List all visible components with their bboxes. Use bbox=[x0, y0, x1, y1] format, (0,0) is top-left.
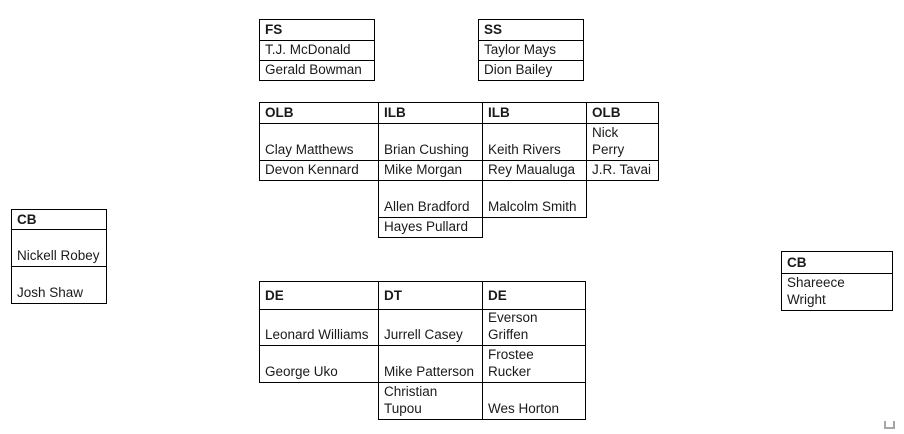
player-cell: Devon Kennard bbox=[259, 160, 379, 181]
left-cornerback-box: CB Nickell Robey Josh Shaw bbox=[11, 209, 107, 304]
player-cell: Frostee Rucker bbox=[482, 345, 586, 383]
position-header-ilb: ILB bbox=[482, 102, 587, 124]
spacer-cell bbox=[482, 217, 587, 238]
player-cell: George Uko bbox=[259, 345, 379, 383]
player-cell: Nickell Robey bbox=[11, 229, 107, 267]
position-header-dt: DT bbox=[378, 281, 483, 310]
player-cell: Hayes Pullard bbox=[378, 217, 483, 238]
player-cell: Wes Horton bbox=[482, 382, 586, 420]
strong-safety-column: SS Taylor Mays Dion Bailey bbox=[478, 19, 584, 81]
player-cell: Leonard Williams bbox=[259, 309, 379, 346]
position-header-de: DE bbox=[259, 281, 379, 310]
position-header-cb: CB bbox=[11, 209, 107, 230]
player-cell: Gerald Bowman bbox=[259, 60, 375, 81]
linebacker-column-ilb-right: ILB Keith Rivers Rey Maualuga Malcolm Sm… bbox=[482, 102, 587, 238]
player-cell: Jurrell Casey bbox=[378, 309, 483, 346]
player-cell: Rey Maualuga bbox=[482, 160, 587, 181]
player-cell: Dion Bailey bbox=[478, 60, 584, 81]
position-header-olb: OLB bbox=[586, 102, 659, 124]
linebacker-column-olb-left: OLB Clay Matthews Devon Kennard bbox=[259, 102, 379, 237]
player-cell: Everson Griffen bbox=[482, 309, 586, 346]
defensive-line-column-de-right: DE Everson Griffen Frostee Rucker Wes Ho… bbox=[482, 281, 586, 420]
player-cell: Keith Rivers bbox=[482, 123, 587, 161]
player-cell: Mike Morgan bbox=[378, 160, 483, 181]
player-cell: J.R. Tavai bbox=[586, 160, 659, 181]
player-cell: Malcolm Smith bbox=[482, 180, 587, 218]
linebacker-column-olb-right: OLB Nick Perry J.R. Tavai bbox=[586, 102, 659, 237]
player-cell: Nick Perry bbox=[586, 123, 659, 161]
free-safety-box: FS T.J. McDonald Gerald Bowman bbox=[259, 19, 375, 81]
player-cell: Josh Shaw bbox=[11, 266, 107, 304]
right-cornerback-box: CB Shareece Wright bbox=[781, 251, 893, 311]
player-cell: Taylor Mays bbox=[478, 40, 584, 61]
left-cornerback-column: CB Nickell Robey Josh Shaw bbox=[11, 209, 107, 304]
player-cell: Allen Bradford bbox=[378, 180, 483, 218]
free-safety-column: FS T.J. McDonald Gerald Bowman bbox=[259, 19, 375, 81]
player-cell: Mike Patterson bbox=[378, 345, 483, 383]
resize-handle-icon[interactable] bbox=[884, 421, 895, 429]
player-cell: Brian Cushing bbox=[378, 123, 483, 161]
right-cornerback-column: CB Shareece Wright bbox=[781, 251, 893, 311]
linebacker-table: OLB Clay Matthews Devon Kennard ILB Bria… bbox=[259, 102, 659, 238]
player-cell: Shareece Wright bbox=[781, 273, 893, 311]
position-header-fs: FS bbox=[259, 19, 375, 41]
position-header-ilb: ILB bbox=[378, 102, 483, 124]
defensive-line-column-de-left: DE Leonard Williams George Uko bbox=[259, 281, 379, 419]
position-header-de: DE bbox=[482, 281, 586, 310]
position-header-cb: CB bbox=[781, 251, 893, 274]
defensive-line-table: DE Leonard Williams George Uko DT Jurrel… bbox=[259, 281, 586, 420]
position-header-olb: OLB bbox=[259, 102, 379, 124]
linebacker-column-ilb-left: ILB Brian Cushing Mike Morgan Allen Brad… bbox=[378, 102, 483, 238]
defensive-line-column-dt: DT Jurrell Casey Mike Patterson Christia… bbox=[378, 281, 483, 420]
strong-safety-box: SS Taylor Mays Dion Bailey bbox=[478, 19, 584, 81]
position-header-ss: SS bbox=[478, 19, 584, 41]
player-cell: Clay Matthews bbox=[259, 123, 379, 161]
player-cell: Christian Tupou bbox=[378, 382, 483, 420]
player-cell: T.J. McDonald bbox=[259, 40, 375, 61]
